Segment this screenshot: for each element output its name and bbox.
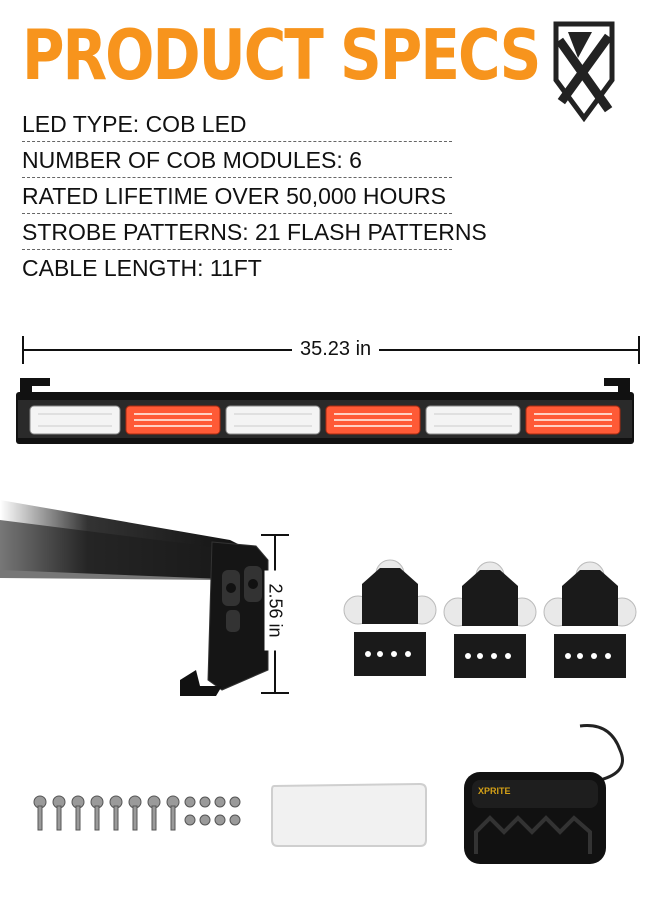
spec-cable-length: CABLE LENGTH: 11FT [22, 255, 262, 281]
accessories-group: XPRITE [30, 722, 640, 882]
length-label: 35.23 in [292, 338, 380, 361]
mounting-brackets-image [343, 559, 637, 678]
spec-strobe-patterns: STROBE PATTERNS: 21 FLASH PATTERNS [22, 214, 487, 250]
light-bar-front-image [16, 378, 634, 444]
spec-list: LED TYPE: COB LED NUMBER OF COB MODULES:… [22, 106, 487, 286]
height-dimension: 2.56 in [255, 534, 295, 694]
adhesive-pad-image [271, 782, 427, 847]
controller-image: XPRITE [464, 724, 624, 864]
spec-led-type: LED TYPE: COB LED [22, 106, 452, 142]
brand-logo-icon [553, 21, 615, 122]
light-bar-end-image [0, 500, 269, 696]
spec-lifetime: RATED LIFETIME OVER 50,000 HOURS [22, 178, 452, 214]
controller-brand-label: XPRITE [478, 786, 511, 796]
spec-cob-modules: NUMBER OF COB MODULES: 6 [22, 142, 452, 178]
height-label: 2.56 in [264, 570, 286, 651]
length-dimension: 35.23 in [22, 336, 640, 366]
page-title: PRODUCT SPECS [22, 14, 541, 96]
screws-image [33, 795, 241, 831]
